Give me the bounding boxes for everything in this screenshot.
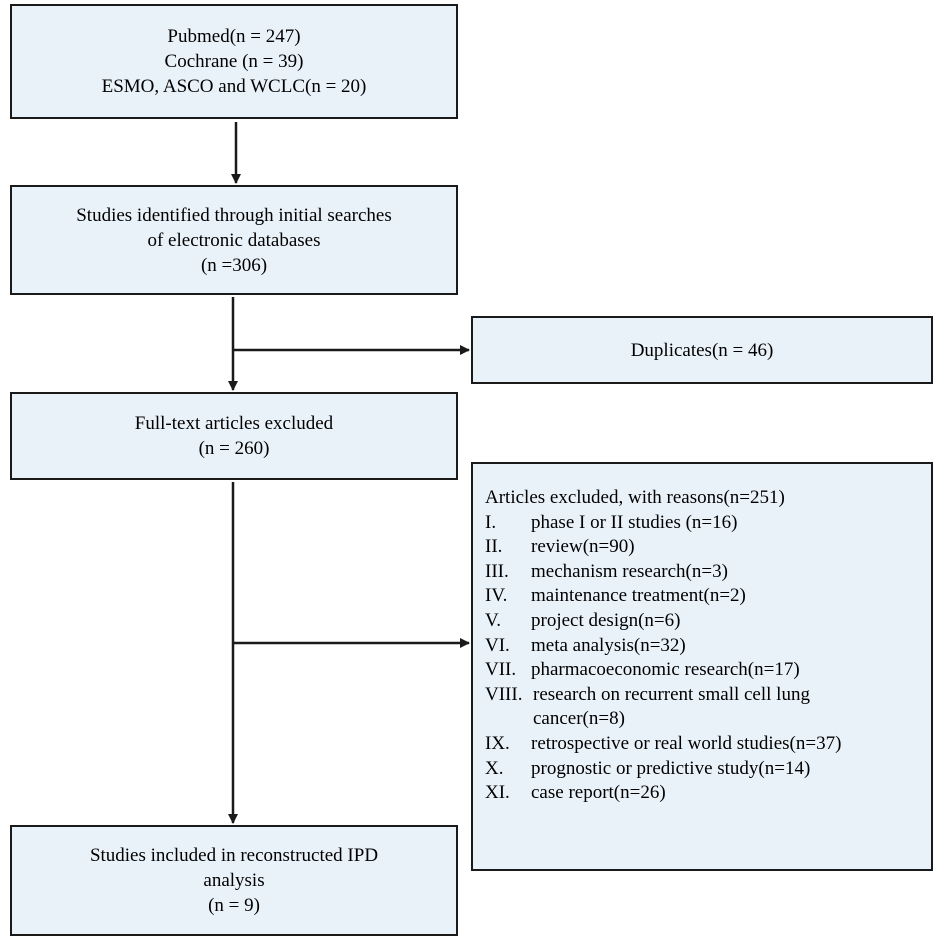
source-pubmed: Pubmed(n = 247): [167, 26, 301, 47]
reason-text: cancer(n=8): [533, 708, 625, 730]
reason-text: mechanism research(n=3): [531, 560, 728, 582]
reason-item: IV. maintenance treatment(n=2): [485, 584, 931, 609]
fulltext-label: Full-text articles excluded: [134, 413, 334, 434]
included-count: (n = 9): [208, 895, 260, 916]
reason-item: V. project design(n=6): [485, 609, 931, 634]
fulltext-count: (n = 260): [198, 438, 270, 459]
reason-item: III. mechanism research(n=3): [485, 560, 931, 585]
included-box: Studies included in reconstructed IPD an…: [10, 825, 458, 936]
identified-count: (n =306): [200, 254, 268, 276]
reason-text: phase I or II studies (n=16): [531, 511, 738, 533]
reason-item: VIII. research on recurrent small cell l…: [485, 683, 931, 708]
reason-text: meta analysis(n=32): [531, 634, 686, 656]
reason-number: VI.: [485, 634, 510, 656]
reason-text: pharmacoeconomic research(n=17): [531, 659, 800, 681]
reason-text: research on recurrent small cell lung: [533, 683, 810, 705]
included-line-2: analysis: [203, 870, 265, 891]
reason-number: V.: [485, 609, 502, 631]
reason-number: [485, 707, 533, 732]
reason-text: maintenance treatment(n=2): [531, 585, 746, 607]
reason-text: review(n=90): [531, 536, 635, 558]
reason-number: VII.: [485, 659, 517, 681]
reason-item: II. review(n=90): [485, 535, 931, 560]
excluded-reasons-box: Articles excluded, with reasons(n=251) I…: [471, 462, 933, 871]
excluded-heading: Articles excluded, with reasons(n=251): [485, 487, 785, 508]
reason-item: X. prognostic or predictive study(n=14): [485, 757, 931, 782]
reason-item: XI. case report(n=26): [485, 781, 931, 806]
fulltext-box: Full-text articles excluded (n = 260): [10, 392, 458, 480]
reason-text: retrospective or real world studies(n=37…: [531, 732, 842, 754]
reason-text: prognostic or predictive study(n=14): [531, 757, 811, 779]
reason-item: VI. meta analysis(n=32): [485, 634, 931, 659]
reason-item: IX. retrospective or real world studies(…: [485, 732, 931, 757]
duplicates-label: Duplicates(n = 46): [630, 339, 774, 361]
reason-number: I.: [485, 511, 497, 533]
sources-box: Pubmed(n = 247) Cochrane (n = 39) ESMO, …: [10, 4, 458, 119]
reason-number: IX.: [485, 732, 510, 754]
reason-item: VII. pharmacoeconomic research(n=17): [485, 658, 931, 683]
duplicates-box: Duplicates(n = 46): [471, 316, 933, 384]
reason-number: II.: [485, 536, 503, 558]
source-conferences: ESMO, ASCO and WCLC(n = 20): [101, 76, 367, 97]
identified-box: Studies identified through initial searc…: [10, 185, 458, 295]
reason-number: XI.: [485, 782, 510, 804]
included-line-1: Studies included in reconstructed IPD: [89, 845, 379, 866]
reason-item-continued: cancer(n=8): [485, 707, 931, 732]
reason-text: case report(n=26): [531, 782, 666, 804]
reason-number: VIII.: [485, 683, 523, 705]
reason-number: III.: [485, 560, 509, 582]
reason-number: X.: [485, 757, 504, 779]
identified-line-2: of electronic databases: [147, 229, 321, 251]
reason-item: I. phase I or II studies (n=16): [485, 511, 931, 536]
reason-text: project design(n=6): [531, 609, 681, 631]
source-cochrane: Cochrane (n = 39): [164, 51, 304, 72]
reason-number: IV.: [485, 585, 508, 607]
identified-line-1: Studies identified through initial searc…: [76, 204, 392, 226]
